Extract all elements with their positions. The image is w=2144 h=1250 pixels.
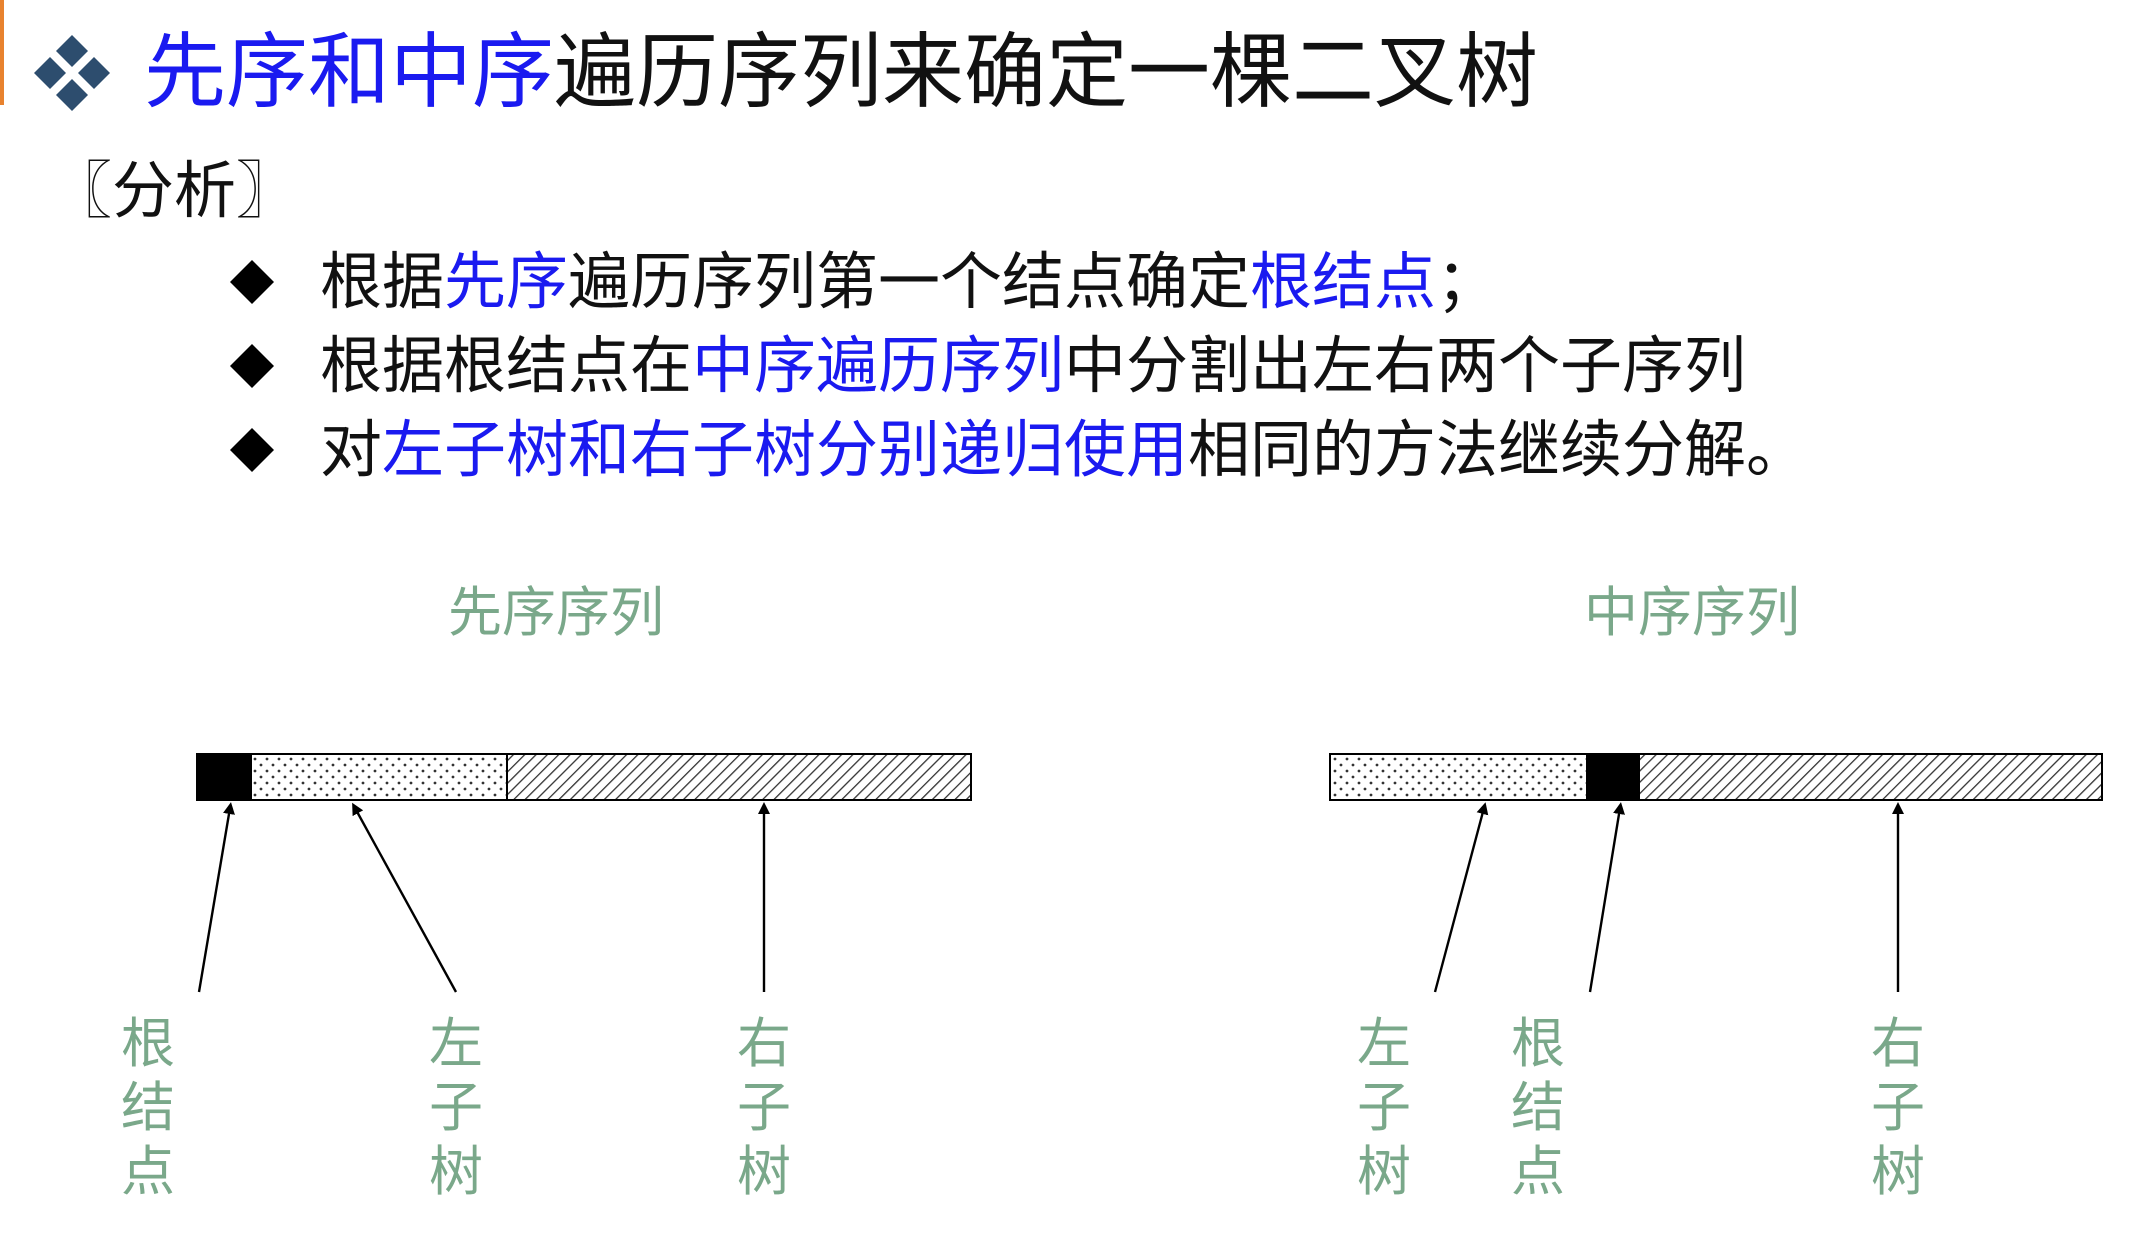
bullet-segment: 左子树和右子树分别递归使用 <box>382 413 1189 486</box>
arrow-icon <box>197 802 235 993</box>
bullet-item: 根据根结点在中序遍历序列中分割出左右两个子序列 <box>230 324 1808 408</box>
title-highlight: 先序和中序 <box>144 25 555 120</box>
bullet-item: 对左子树和右子树分别递归使用相同的方法继续分解。 <box>230 408 1808 492</box>
bullet-segment: 相同的方法继续分解。 <box>1188 413 1809 486</box>
bullet-segment: 根据根结点在 <box>320 329 693 402</box>
bullet-text: 根据根结点在中序遍历序列中分割出左右两个子序列 <box>320 335 1746 397</box>
diamond-bullet-icon <box>230 344 274 388</box>
slide-title: 先序和中序遍历序列来确定一棵二叉树 <box>28 18 1538 128</box>
bullet-segment: 对 <box>320 413 383 486</box>
inorder-left-segment <box>1329 753 1588 801</box>
inorder-left-label: 左子树 <box>1357 1012 1411 1203</box>
preorder-left-label: 左子树 <box>429 1012 483 1203</box>
arrow-icon <box>352 802 458 993</box>
preorder-root-label: 根结点 <box>121 1012 175 1203</box>
bullet-item: 根据先序遍历序列第一个结点确定根结点； <box>230 240 1808 324</box>
bullet-segment: 根据 <box>320 245 445 318</box>
preorder-right-label: 右子树 <box>737 1012 791 1203</box>
inorder-root-segment <box>1586 753 1640 801</box>
diamond-bullet-icon <box>230 428 274 472</box>
arrow-icon <box>1433 802 1489 993</box>
four-diamond-icon <box>34 35 110 111</box>
title-rest: 遍历序列来确定一棵二叉树 <box>554 25 1539 120</box>
bullet-text: 对左子树和右子树分别递归使用相同的方法继续分解。 <box>320 419 1808 481</box>
inorder-right-label: 右子树 <box>1871 1012 1925 1203</box>
preorder-arrows <box>197 802 770 993</box>
inorder-bar <box>1329 753 2103 801</box>
diamond-bullet-icon <box>230 260 274 304</box>
preorder-bar <box>196 753 972 801</box>
inorder-root-label: 根结点 <box>1511 1012 1565 1203</box>
inorder-label: 中序序列 <box>1584 581 1800 644</box>
inorder-arrows <box>1433 802 1904 993</box>
bullet-segment: 中分割出左右两个子序列 <box>1064 329 1747 402</box>
bullet-segment: 根结点 <box>1250 245 1437 318</box>
bullet-list: 根据先序遍历序列第一个结点确定根结点； 根据根结点在中序遍历序列中分割出左右两个… <box>230 240 1808 492</box>
preorder-left-segment <box>250 753 508 801</box>
bullet-text: 根据先序遍历序列第一个结点确定根结点； <box>320 251 1498 313</box>
inorder-right-segment <box>1638 753 2103 801</box>
arrow-icon <box>1588 802 1625 993</box>
bullet-segment: 先序 <box>444 245 569 318</box>
preorder-root-segment <box>196 753 252 801</box>
preorder-right-segment <box>506 753 972 801</box>
bullet-segment: ； <box>1436 245 1499 318</box>
accent-line <box>0 0 4 105</box>
preorder-label: 先序序列 <box>448 581 664 644</box>
analysis-heading: 〖分析〗 <box>50 154 299 227</box>
bullet-segment: 遍历序列第一个结点确定 <box>568 245 1251 318</box>
bullet-segment: 中序遍历序列 <box>692 329 1065 402</box>
